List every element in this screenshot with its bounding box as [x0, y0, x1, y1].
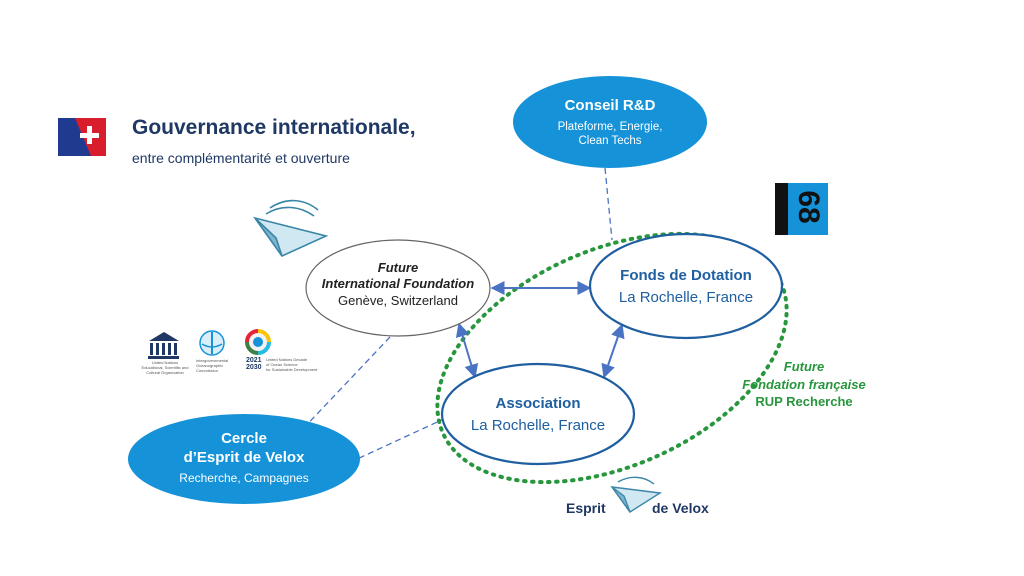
node-cercle: [128, 414, 360, 504]
future-intl-line3: Genève, Switzerland: [338, 292, 458, 308]
connector-association-cercle: [354, 417, 447, 461]
ocean-decade-logo: [245, 329, 271, 355]
decade-year-start: 2021: [246, 357, 262, 364]
association-title: Association: [495, 395, 581, 412]
paper-plane-logo: [253, 199, 329, 258]
page-title: Gouvernance internationale,: [132, 116, 416, 139]
esprit-wordmark-right: de Velox: [652, 500, 709, 516]
unesco-logo: [148, 332, 179, 359]
conseil-line1: Plateforme, Energie,: [557, 120, 663, 133]
fonds-title: Fonds de Dotation: [620, 267, 752, 284]
cercle-label: Cercle d’Esprit de Velox Recherche, Camp…: [140, 430, 348, 486]
decade-caption-line: of Ocean Science: [266, 361, 298, 367]
future-intl-label: Future International Foundation Genève, …: [306, 260, 490, 309]
connector-future-cercle: [299, 336, 391, 433]
future-intl-line1: Future: [377, 260, 419, 275]
decade-caption: United Nations Decade of Ocean Science f…: [266, 357, 322, 372]
conseil-line2: Clean Techs: [578, 135, 642, 148]
arrow-fonds-association: [601, 323, 625, 379]
side-note-line3: RUP Recherche: [755, 394, 853, 410]
ioc-caption-line: Oceanographic: [196, 362, 224, 368]
decade-years: 2021 2030: [246, 357, 262, 371]
side-note-line2: Fondation française: [742, 376, 866, 392]
connector-conseil-fonds: [604, 167, 613, 241]
ioc-caption: Intergovernmental Oceanographic Commissi…: [196, 358, 236, 373]
node-association: [440, 362, 636, 466]
cercle-title2: d’Esprit de Velox: [183, 448, 305, 466]
node-fonds-de-dotation: [588, 232, 784, 340]
page-subtitle: entre complémentarité et ouverture: [132, 150, 350, 166]
esprit-wordmark-left: Esprit: [566, 500, 606, 516]
node-future-international-foundation: [305, 239, 491, 337]
association-label: Association La Rochelle, France: [446, 395, 630, 436]
decade-caption-line: for Sustainable Development: [266, 366, 318, 372]
cercle-title1: Cercle: [221, 430, 267, 447]
badge-68-logo: [775, 183, 828, 235]
cercle-line1: Recherche, Campagnes: [179, 470, 309, 485]
unesco-caption: United Nations Educational, Scientific a…: [140, 360, 190, 375]
decade-caption-line: United Nations Decade: [266, 357, 308, 362]
ioc-caption-line: Intergovernmental: [196, 358, 229, 363]
ioc-logo: [199, 330, 225, 356]
unesco-caption-line: Cultural Organization: [146, 369, 184, 375]
fonds-line1: La Rochelle, France: [618, 288, 754, 306]
conseil-label: Conseil R&D Plateforme, Energie, Clean T…: [530, 97, 690, 149]
future-french-foundation-note: Future Fondation française RUP Recherche: [742, 358, 866, 411]
franco-swiss-logo: [58, 118, 106, 156]
association-line1: La Rochelle, France: [470, 416, 606, 434]
conseil-title: Conseil R&D: [564, 97, 656, 114]
decade-year-end: 2030: [246, 364, 262, 371]
unesco-caption-line: Educational, Scientific and: [141, 364, 189, 370]
fonds-label: Fonds de Dotation La Rochelle, France: [594, 267, 778, 308]
unesco-caption-line: United Nations: [151, 360, 179, 365]
badge-68-text: 68: [792, 190, 825, 224]
future-intl-line2: International Foundation: [321, 276, 475, 292]
side-note-line1: Future: [783, 359, 825, 374]
node-conseil-rd: [513, 76, 707, 168]
ioc-caption-line: Commission: [196, 367, 219, 373]
arrow-future-association: [455, 322, 479, 379]
esprit-de-velox-plane-icon: [610, 476, 663, 513]
